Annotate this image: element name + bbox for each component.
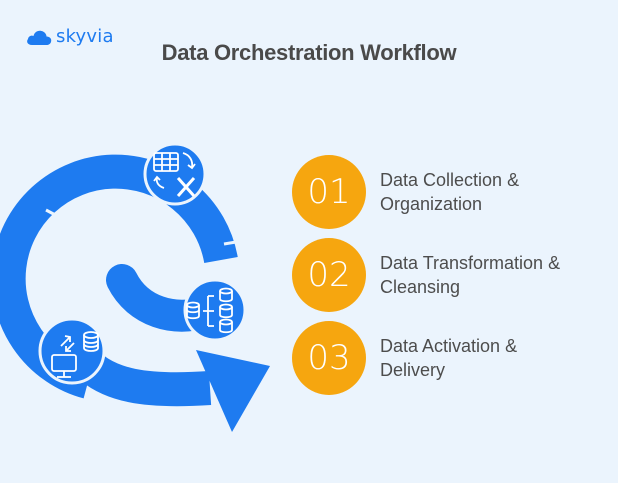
- step-label: Data Collection & Organization: [380, 168, 600, 216]
- steps-list: 01 Data Collection & Organization 02 Dat…: [292, 155, 600, 404]
- step-label-line1: Data Transformation &: [380, 253, 561, 273]
- step-label-line2: Organization: [380, 194, 483, 214]
- database-branch-icon: [186, 287, 233, 334]
- step-label-line2: Delivery: [380, 360, 446, 380]
- step-item: 01 Data Collection & Organization: [292, 155, 600, 229]
- brand-name: skyvia: [56, 26, 114, 47]
- cloud-icon: [27, 30, 52, 45]
- step-item: 03 Data Activation & Delivery: [292, 321, 600, 395]
- step-label-line2: Cleansing: [380, 277, 461, 297]
- step-item: 02 Data Transformation & Cleansing: [292, 238, 600, 312]
- brand-logo: skyvia: [26, 26, 114, 47]
- monitor-database-sync-icon: [51, 331, 99, 378]
- node-left: [38, 317, 106, 385]
- step-number-badge: 02: [292, 238, 366, 312]
- step-label-line1: Data Collection &: [380, 170, 520, 190]
- step-number-badge: 01: [292, 155, 366, 229]
- step-number-badge: 03: [292, 321, 366, 395]
- step-label: Data Transformation & Cleansing: [380, 251, 600, 299]
- page-title: Data Orchestration Workflow: [161, 40, 457, 65]
- step-label: Data Activation & Delivery: [380, 334, 600, 382]
- table-transform-icon: [153, 152, 196, 197]
- ring-divider-left: [45, 208, 77, 228]
- workflow-cycle: [0, 142, 270, 432]
- step-label-line1: Data Activation &: [380, 336, 518, 356]
- node-right: [183, 278, 247, 342]
- cycle-arrow-head: [196, 350, 270, 432]
- ring-divider-right: [223, 236, 261, 246]
